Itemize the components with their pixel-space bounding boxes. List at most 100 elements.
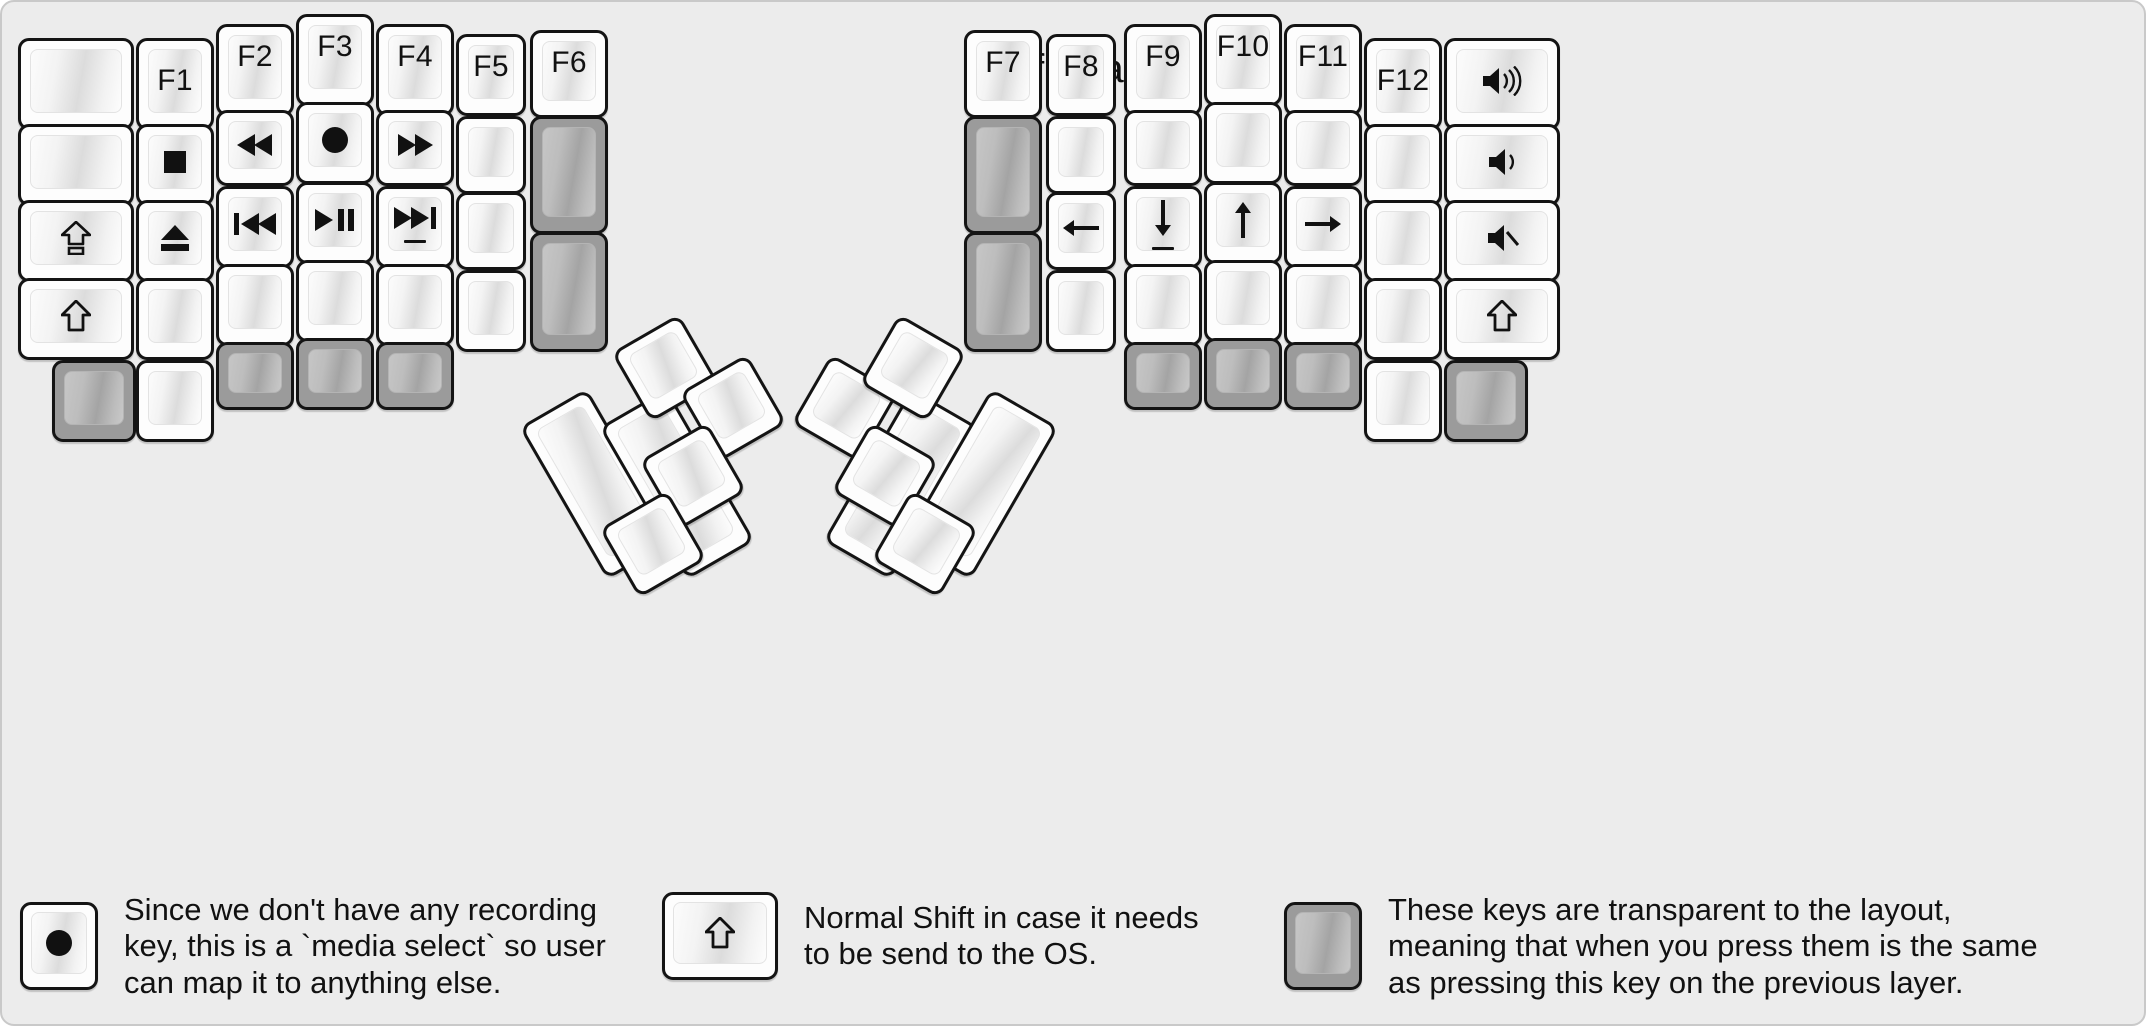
keycap-surface xyxy=(1376,135,1430,189)
keycap-surface xyxy=(388,197,442,251)
play-pause-key[interactable] xyxy=(296,182,374,264)
prev-track-icon xyxy=(233,211,277,237)
record-icon xyxy=(320,125,350,155)
keycap-surface xyxy=(1296,197,1350,251)
blank-key[interactable] xyxy=(1364,278,1442,360)
blank-key[interactable] xyxy=(456,116,526,194)
key-f5[interactable]: F5 xyxy=(456,34,526,116)
volume-up-icon xyxy=(1480,66,1524,96)
blank-key[interactable] xyxy=(18,38,134,130)
blank-key[interactable] xyxy=(18,124,134,206)
keycap-surface xyxy=(542,243,596,335)
key-f6[interactable]: F6 xyxy=(530,30,608,118)
keycap-surface xyxy=(468,281,514,335)
rewind-key[interactable] xyxy=(216,110,294,186)
stop-key[interactable] xyxy=(136,124,214,206)
blank-key[interactable] xyxy=(1204,102,1282,184)
blank-key[interactable] xyxy=(1364,124,1442,206)
keycap-surface: F10 xyxy=(1216,25,1270,89)
keycap-surface xyxy=(308,271,362,325)
blank-key[interactable] xyxy=(1364,200,1442,282)
volume-down-key[interactable] xyxy=(1444,124,1560,206)
blank-key[interactable] xyxy=(456,192,526,270)
keycap-surface xyxy=(673,902,767,964)
key-f7[interactable]: F7 xyxy=(964,30,1042,118)
arrow-left-key[interactable] xyxy=(1046,192,1116,270)
key-f12[interactable]: F12 xyxy=(1364,38,1442,130)
keycap-surface xyxy=(30,211,122,265)
blank-key[interactable] xyxy=(136,278,214,360)
key-label: F11 xyxy=(1297,40,1349,73)
key-label: F5 xyxy=(473,50,509,83)
transparent-key[interactable] xyxy=(530,116,608,234)
keycap-surface xyxy=(1058,127,1104,177)
key-f4[interactable]: F4 xyxy=(376,24,454,116)
next-track-icon xyxy=(393,205,437,243)
keycap-surface xyxy=(228,353,282,393)
volume-up-key[interactable] xyxy=(1444,38,1560,130)
key-f9[interactable]: F9 xyxy=(1124,24,1202,116)
keycap-surface xyxy=(148,211,202,265)
volume-mute-key[interactable] xyxy=(1444,200,1560,282)
transparent-key[interactable] xyxy=(1444,360,1528,442)
keycap-surface xyxy=(1136,353,1190,393)
key-label: F3 xyxy=(317,30,353,63)
prev-track-key[interactable] xyxy=(216,186,294,268)
keycap-surface xyxy=(1136,121,1190,169)
key-label: F7 xyxy=(985,46,1021,79)
shift-key[interactable] xyxy=(18,278,134,360)
keycap-surface xyxy=(1456,289,1548,343)
key-f1[interactable]: F1 xyxy=(136,38,214,130)
transparent-key[interactable] xyxy=(52,360,136,442)
transparent-key[interactable] xyxy=(216,342,294,410)
blank-key[interactable] xyxy=(1364,360,1442,442)
arrow-down-key[interactable] xyxy=(1124,186,1202,268)
record-key[interactable] xyxy=(296,102,374,184)
arrow-right-key[interactable] xyxy=(1284,186,1362,268)
keycap-surface xyxy=(388,275,442,329)
keycap-surface xyxy=(308,349,362,393)
eject-key[interactable] xyxy=(136,200,214,282)
blank-key[interactable] xyxy=(1284,110,1362,186)
transparent-key[interactable] xyxy=(1124,342,1202,410)
blank-key[interactable] xyxy=(1124,110,1202,186)
transparent-key[interactable] xyxy=(1284,342,1362,410)
transparent-key[interactable] xyxy=(296,338,374,410)
transparent-key[interactable] xyxy=(376,342,454,410)
transparent-key[interactable] xyxy=(530,232,608,352)
caps-lock-icon xyxy=(61,221,91,255)
blank-key[interactable] xyxy=(1046,270,1116,352)
blank-key[interactable] xyxy=(296,260,374,342)
stop-icon xyxy=(162,149,188,175)
blank-key[interactable] xyxy=(1204,260,1282,342)
key-f3[interactable]: F3 xyxy=(296,14,374,106)
key-f11[interactable]: F11 xyxy=(1284,24,1362,116)
keycap-surface xyxy=(1456,371,1516,425)
key-f2[interactable]: F2 xyxy=(216,24,294,116)
keycap-surface xyxy=(878,329,951,402)
blank-key[interactable] xyxy=(376,264,454,346)
keycap-surface xyxy=(468,203,514,253)
transparent-key[interactable] xyxy=(964,232,1042,352)
fast-forward-key[interactable] xyxy=(376,110,454,186)
underscore-hint xyxy=(404,240,426,243)
blank-key[interactable] xyxy=(1124,264,1202,346)
key-label: F4 xyxy=(397,40,433,73)
blank-key[interactable] xyxy=(1284,264,1362,346)
keycap-surface: F2 xyxy=(228,35,282,99)
key-f10[interactable]: F10 xyxy=(1204,14,1282,106)
transparent-key[interactable] xyxy=(964,116,1042,234)
next-track-key[interactable] xyxy=(376,186,454,268)
legend-key-swatch xyxy=(20,902,98,991)
blank-key[interactable] xyxy=(456,270,526,352)
caps-lock-key[interactable] xyxy=(18,200,134,282)
key-f8[interactable]: F8 xyxy=(1046,34,1116,116)
keycap-surface xyxy=(228,121,282,169)
arrow-up-key[interactable] xyxy=(1204,182,1282,264)
legend-text: Normal Shift in case it needs to be send… xyxy=(804,899,1199,971)
transparent-key[interactable] xyxy=(1204,338,1282,410)
blank-key[interactable] xyxy=(216,264,294,346)
shift-key[interactable] xyxy=(1444,278,1560,360)
blank-key[interactable] xyxy=(136,360,214,442)
blank-key[interactable] xyxy=(1046,116,1116,194)
